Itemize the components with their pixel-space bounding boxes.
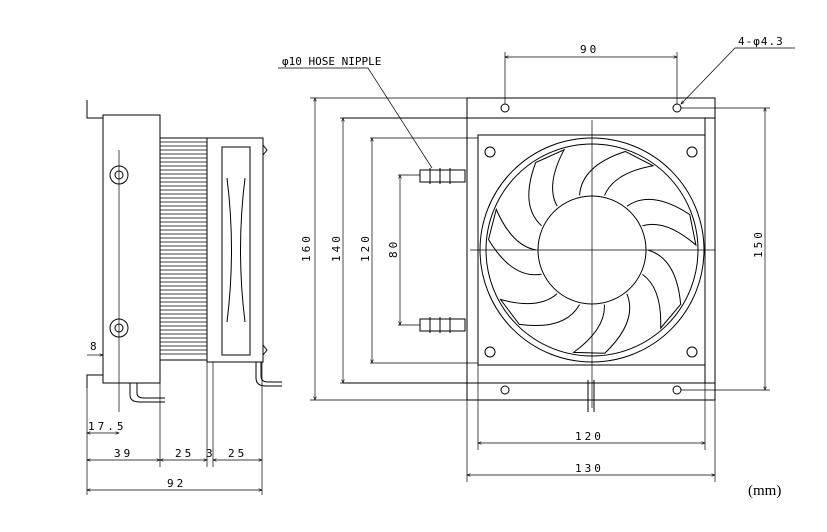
callout-holes: 4-φ4.3 [738,35,784,48]
heatsink-fins [159,137,208,361]
dim-plate-height: 160 [300,233,313,262]
dim-bracket: 8 [90,340,100,353]
dim-plate-width: 130 [575,462,604,475]
dim-hole-pitch-top: 90 [580,43,599,56]
fan-blade [528,148,566,227]
fan-blades [487,148,697,354]
plate-holes [500,103,682,395]
dim-hole-pitch-side: 150 [752,229,765,258]
fan-blade [487,207,542,276]
hose-nipples [419,168,466,333]
fan-blade [572,293,631,354]
dim-fan: 25 [228,447,247,460]
fan-blade [499,293,580,327]
cooling-block [102,114,161,384]
dim-heatsink: 25 [175,447,194,460]
dim-gap: 3 [206,447,216,460]
front-view: 160 140 120 80 150 90 120 130 φ10 HOSE N… [278,35,795,482]
fan-blade [626,198,697,247]
callout-hose-nipple: φ10 HOSE NIPPLE [282,55,381,68]
fan-blade [579,150,655,196]
dim-total: 92 [167,477,186,490]
fan-side [206,137,264,363]
side-view: 8 17.5 39 25 3 25 92 [87,100,282,495]
dim-nipple-pitch: 80 [387,239,400,258]
units-label: (mm) [748,483,782,499]
dim-block: 39 [114,447,133,460]
fan-blade [642,249,682,330]
mounting-plate [466,97,716,401]
dim-offset: 17.5 [88,420,127,433]
dim-fan-height: 120 [359,233,372,262]
dim-frame-height: 140 [330,233,343,262]
dim-fan-width: 120 [575,430,604,443]
fan-screw-holes [484,146,698,358]
